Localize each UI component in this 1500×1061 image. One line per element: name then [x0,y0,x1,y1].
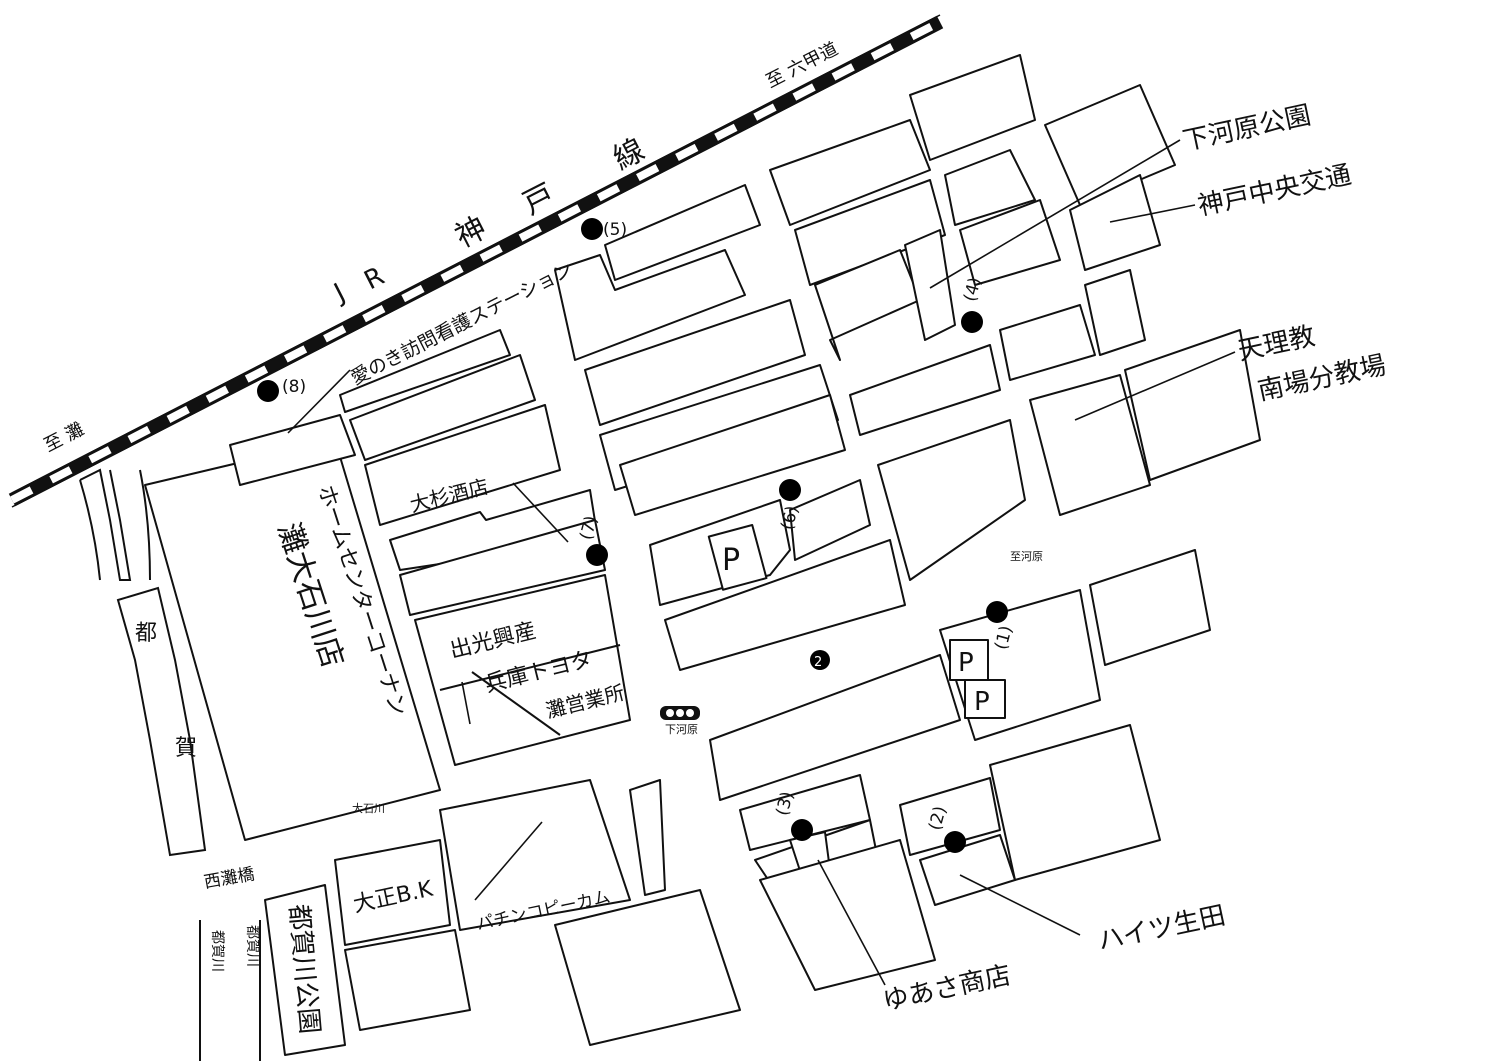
pin-6 [779,479,801,501]
pin-4 [961,311,983,333]
block-c28 [989,724,1161,881]
block-c3 [584,299,806,426]
block-c18 [999,304,1096,381]
river-top-char: 都 [135,621,157,646]
block-row-c [389,489,599,571]
block-c29 [899,777,1001,856]
kobe-chuo-label: 神戸中央交通 [1195,160,1354,222]
pin-1 [986,601,1008,623]
bus-shimogawara-label: 至河原 [1010,550,1043,563]
block-c17 [904,229,956,341]
block-row-d [399,519,606,616]
parking-label-2: P [958,648,974,678]
bus-oishi-label: 大石川 [352,801,385,815]
pin-8 [257,380,279,402]
pin-8-label: (8) [282,377,306,397]
pin-5-label: (5) [603,220,627,240]
leader-lines [287,139,1236,986]
block-c26 [709,654,961,801]
route-2-marker [810,650,830,670]
block-c23 [1124,329,1261,481]
signal-label: 下河原 [665,723,698,736]
block-c16 [959,199,1061,286]
block-c24 [1089,549,1211,666]
block-c22 [1029,374,1151,516]
block-ll1 [344,929,471,1031]
jr-line-char-1: J [328,278,350,309]
block-c13 [877,419,1026,581]
block-row-a [349,354,536,461]
shimogawara-park-label: 下河原公園 [1180,100,1313,156]
road-network [79,468,261,1061]
river-mid-char: 賀 [175,736,197,761]
pin-5 [581,218,603,240]
jr-line-char-2: R [360,261,390,296]
block-c14 [909,54,1036,161]
pins [257,218,1008,853]
tsuga-river-side-label: 都賀川 [244,925,260,967]
city-blocks [144,54,1261,1056]
to-nada-label: 至 灘 [41,419,88,457]
pin-4-label: (4) [960,275,986,303]
block-c15 [944,149,1036,226]
block-ll3 [629,779,666,896]
parking-label-3: P [974,687,990,717]
haitsu-block [919,834,1016,906]
parking-label-1: P [722,543,740,578]
block-c21 [1084,269,1146,356]
route-2-label: 2 [814,655,822,670]
aino-block [229,414,356,486]
tsuga-park-block [264,884,346,1056]
block-c2 [604,184,761,281]
haitsu-ikuta-label: ハイツ生田 [1095,901,1228,957]
block-c9 [769,119,931,226]
pin-3 [791,819,813,841]
taisho-block [334,839,451,946]
block-c7 [789,479,871,561]
block-c5 [619,394,846,516]
pin-7 [586,544,608,566]
osugi-block [364,404,561,526]
tenrikyo-label-1: 天理教 [1235,321,1318,367]
block-c1 [554,249,746,361]
block-c10 [794,179,946,286]
block-upper-strip [339,329,511,413]
block-c11 [814,249,921,361]
parking-markers: P P P [707,523,1006,719]
block-c20 [1069,174,1161,271]
pin-2 [944,831,966,853]
block-ll2 [554,889,741,1046]
block-c19 [1044,84,1176,206]
nishi-nadabashi-label: 西灘橋 [202,864,256,893]
tsuga-river-vertical-label: 都賀川 [209,930,225,972]
pachinko-block [439,779,631,931]
block-c12 [849,344,1001,436]
jr-railway [8,14,944,508]
traffic-signal-icon [660,706,700,720]
block-c8 [664,539,906,671]
